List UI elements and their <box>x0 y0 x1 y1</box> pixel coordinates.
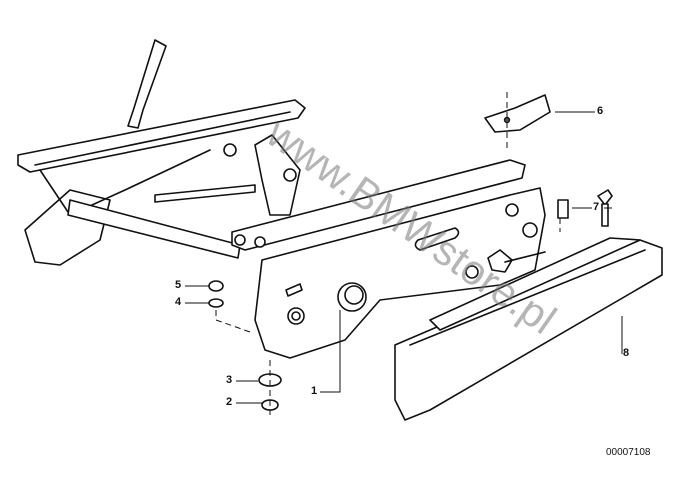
callout-3: 3 <box>226 374 233 386</box>
callout-2: 2 <box>226 396 233 408</box>
callout-8: 8 <box>623 347 630 359</box>
diagram-part-number: 00007108 <box>606 447 651 458</box>
left-frame <box>24 189 111 266</box>
callout-4: 4 <box>175 296 182 308</box>
bolt <box>557 199 569 219</box>
callout-6: 6 <box>597 105 604 117</box>
nut <box>208 280 224 292</box>
callout-5: 5 <box>175 279 182 291</box>
callout-7: 7 <box>593 201 600 213</box>
cross-tube <box>67 199 241 259</box>
linkage <box>254 134 301 216</box>
front-rail <box>231 159 526 251</box>
side-cover <box>394 239 663 421</box>
lever-handle <box>127 39 167 129</box>
side-plate <box>254 187 546 359</box>
bracket <box>484 94 551 133</box>
callout-1: 1 <box>311 385 318 397</box>
washer <box>208 298 224 308</box>
